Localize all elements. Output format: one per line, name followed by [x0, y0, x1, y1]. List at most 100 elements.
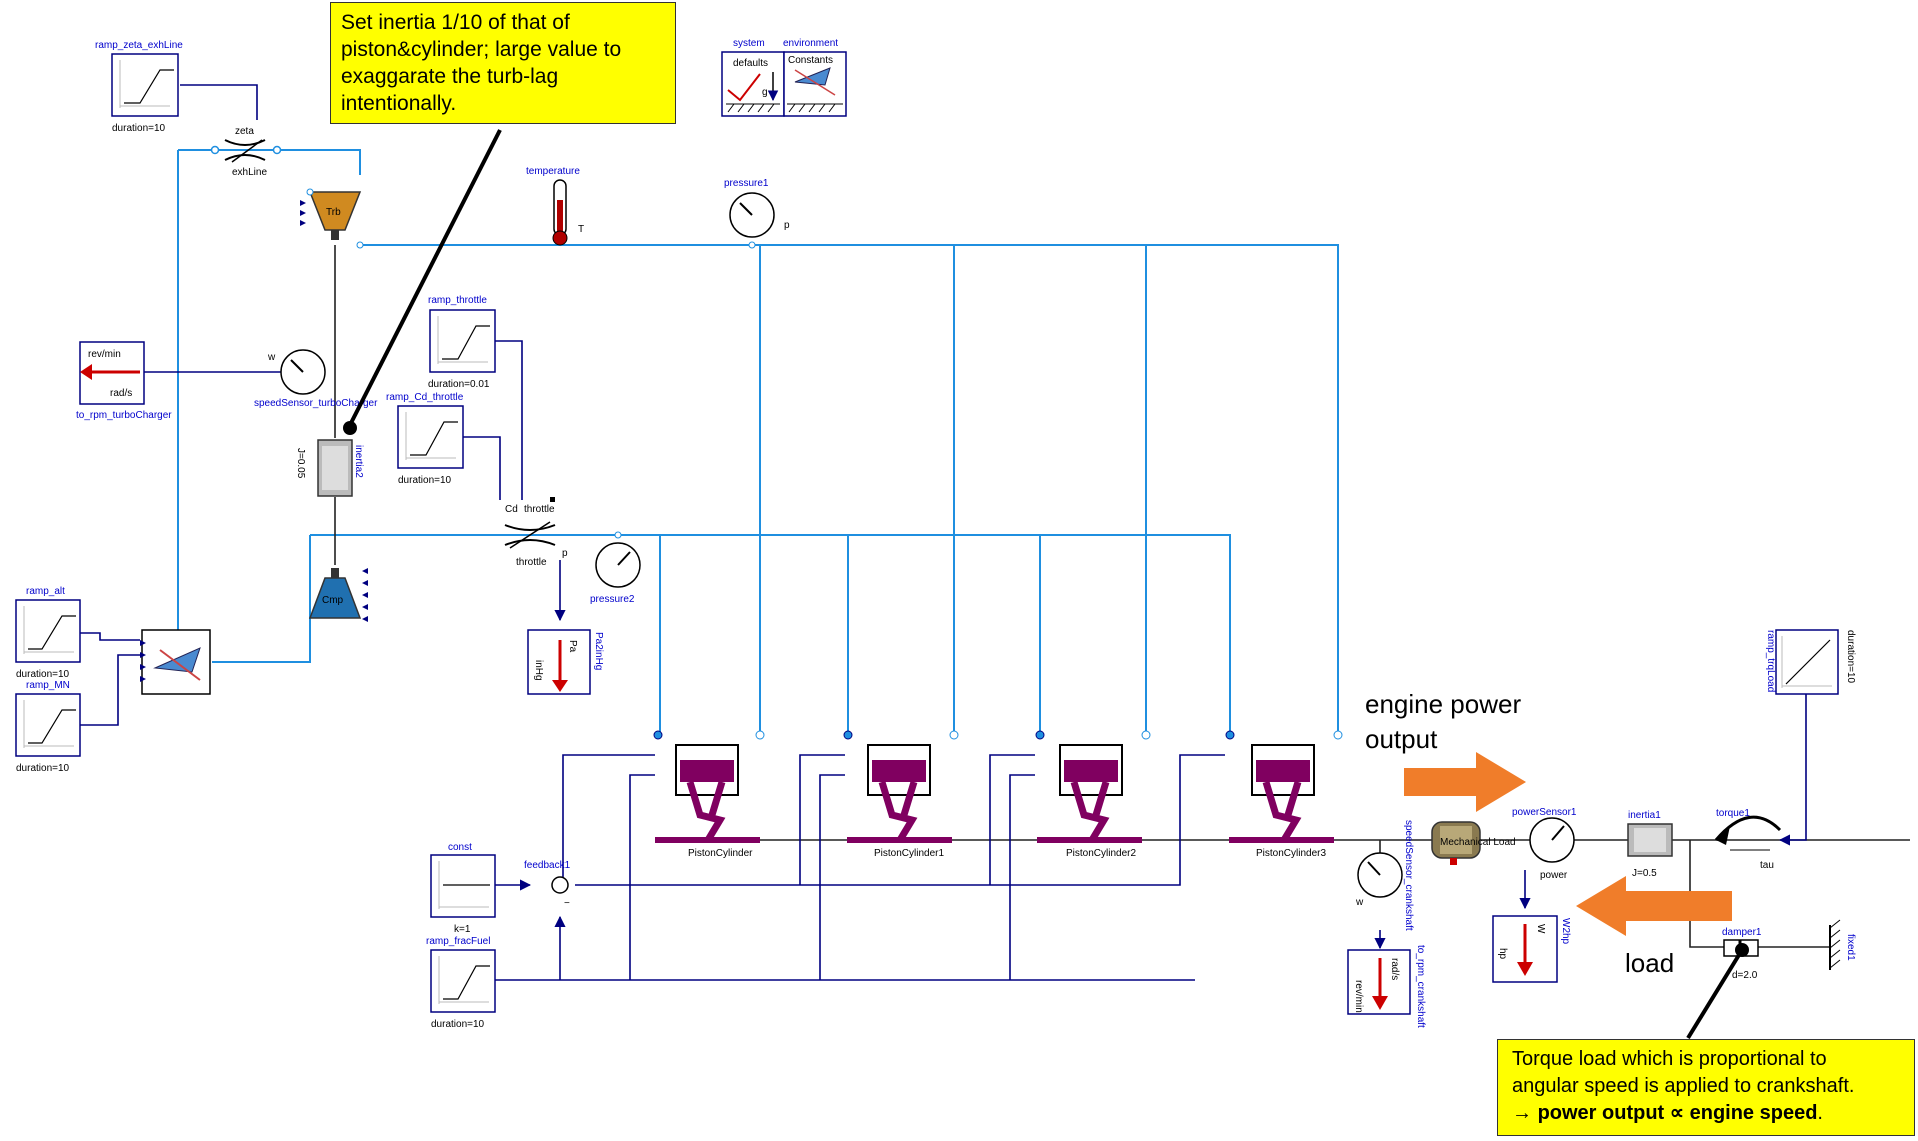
to-rpm-turbo-bottom: rad/s: [110, 388, 132, 399]
piston-cylinder-2[interactable]: PistonCylinder2: [1035, 730, 1151, 859]
pressure2-sensor[interactable]: p pressure2: [562, 531, 641, 605]
inertia-note-line-4: intentionally.: [341, 92, 457, 115]
ramp-trqload-name: ramp_trqLoad: [1765, 630, 1776, 692]
piston-cylinder-2-label: PistonCylinder2: [1066, 848, 1136, 859]
ramp-mn-block[interactable]: ramp_MN duration=10: [15, 680, 81, 774]
environment-inner: Constants: [788, 55, 833, 66]
ramp-mn-name: ramp_MN: [26, 680, 70, 691]
to-rpm-crankshaft-block[interactable]: rad/s rev/min to_rpm_crankshaft: [1347, 945, 1426, 1028]
environment-block[interactable]: environment Constants: [783, 38, 847, 117]
mechanical-load-block[interactable]: Mechanical Load: [1431, 821, 1516, 865]
throttle-valve[interactable]: Cd throttle throttle: [504, 497, 556, 568]
inertia2-block[interactable]: inertia2 J=0.05: [295, 439, 364, 497]
const-block[interactable]: const k=1: [430, 842, 496, 935]
temperature-name: temperature: [526, 166, 580, 177]
w2hp-bottom: hp: [1497, 948, 1508, 960]
w2hp-top: W: [1535, 924, 1546, 934]
pressure1-name: pressure1: [724, 178, 769, 189]
ramp-trqload-param: duration=10: [1845, 630, 1856, 684]
inertia1-block[interactable]: inertia1 J=0.5: [1627, 810, 1673, 879]
inertia-note: Set inertia 1/10 of that of piston&cylin…: [330, 2, 676, 124]
compressor[interactable]: Cmp: [308, 568, 368, 622]
to-rpm-crank-top: rad/s: [1389, 958, 1400, 980]
load-label: load: [1625, 948, 1674, 978]
ramp-throttle-block[interactable]: ramp_throttle duration=0.01: [428, 295, 496, 390]
ramp-fracfuel-block[interactable]: ramp_fracFuel duration=10: [426, 936, 496, 1030]
torque-note-line-3: → power output ∝ engine speed.: [1512, 1100, 1900, 1127]
speed-sensor-turbocharger[interactable]: w speedSensor_turboCharger: [254, 349, 378, 409]
ramp-alt-block[interactable]: ramp_alt duration=10: [15, 586, 81, 680]
ambient-block[interactable]: [140, 629, 211, 695]
ramp-cd-throttle-block[interactable]: ramp_Cd_throttle duration=10: [386, 392, 464, 486]
fixed1-block[interactable]: fixed1: [1829, 919, 1856, 970]
pressure2-name: pressure2: [590, 594, 635, 605]
const-param: k=1: [454, 924, 471, 935]
throttle-cd: Cd: [505, 504, 518, 515]
speed-sensor-crank-name: speedSensor_crankshaft: [1403, 820, 1414, 931]
pressure1-sensor[interactable]: pressure1 p: [724, 178, 790, 249]
ramp-trqload-block[interactable]: ramp_trqLoad duration=10: [1765, 629, 1856, 695]
torque-note-bold: power output ∝ engine speed: [1537, 1102, 1818, 1124]
speed-sensor-crankshaft[interactable]: w speedSensor_crankshaft: [1355, 820, 1414, 931]
ramp-zeta-exhline-block[interactable]: ramp_zeta_exhLine duration=10: [95, 40, 183, 134]
ramp-mn-param: duration=10: [16, 763, 70, 774]
feedback1-name: feedback1: [524, 860, 571, 871]
turbine[interactable]: Trb: [300, 188, 364, 249]
torque-note-suffix: .: [1817, 1102, 1823, 1124]
to-rpm-turbo-name: to_rpm_turboCharger: [76, 410, 172, 421]
inertia-callout-dot: [343, 421, 357, 435]
torque-note-line-2: angular speed is applied to crankshaft.: [1512, 1075, 1855, 1097]
power-sensor1-port: power: [1540, 870, 1568, 881]
pressure1-port: p: [784, 220, 790, 231]
signal-connections: [80, 84, 1807, 981]
ramp-alt-param: duration=10: [16, 669, 70, 680]
system-block[interactable]: system defaults g: [721, 38, 785, 117]
piston-cylinder-1[interactable]: PistonCylinder1: [843, 730, 959, 859]
system-g: g: [762, 87, 768, 98]
to-rpm-crank-name: to_rpm_crankshaft: [1415, 945, 1426, 1028]
feedback1-minus: −: [564, 898, 570, 909]
const-name: const: [448, 842, 472, 853]
inertia2-name: inertia2: [353, 445, 364, 478]
temperature-sensor[interactable]: temperature T: [526, 166, 584, 246]
engine-power-label-2: output: [1365, 724, 1438, 754]
speed-sensor-turbo-port: w: [267, 352, 276, 363]
inertia1-param: J=0.5: [1632, 868, 1657, 879]
system-inner: defaults: [733, 58, 768, 69]
ramp-fracfuel-name: ramp_fracFuel: [426, 936, 490, 947]
ramp-fracfuel-param: duration=10: [431, 1019, 485, 1030]
inertia-note-line-2: piston&cylinder; large value to: [341, 38, 622, 61]
environment-name: environment: [783, 38, 838, 49]
inertia2-param: J=0.05: [295, 448, 306, 479]
system-name: system: [733, 38, 765, 49]
ramp-throttle-name: ramp_throttle: [428, 295, 487, 306]
speed-sensor-crank-port: w: [1355, 897, 1364, 908]
piston-cylinder-0[interactable]: PistonCylinder: [653, 730, 765, 859]
engine-power-label-1: engine power: [1365, 689, 1521, 719]
torque1-block[interactable]: torque1 tau: [1714, 808, 1782, 871]
load-arrow: [1576, 876, 1732, 936]
power-sensor1[interactable]: powerSensor1 power: [1512, 807, 1577, 881]
exhaust-valve-zeta[interactable]: zeta exhLine: [210, 126, 282, 178]
speed-sensor-turbo-name: speedSensor_turboCharger: [254, 398, 378, 409]
w2hp-block[interactable]: W hp W2hp: [1492, 915, 1571, 983]
damper1-name: damper1: [1722, 927, 1762, 938]
damper1-param: d=2.0: [1732, 970, 1758, 981]
w2hp-name: W2hp: [1560, 918, 1571, 945]
engine-power-arrow: [1404, 752, 1526, 812]
to-rpm-turbocharger-block[interactable]: rev/min rad/s to_rpm_turboCharger: [76, 341, 172, 421]
piston-cylinder-0-label: PistonCylinder: [688, 848, 753, 859]
feedback1-block[interactable]: feedback1 −: [524, 860, 571, 909]
pa2inhg-block[interactable]: Pa inHg Pa2inHg: [527, 629, 604, 695]
piston-cylinder-1-label: PistonCylinder1: [874, 848, 944, 859]
to-rpm-crank-bottom: rev/min: [1353, 980, 1364, 1013]
inertia1-name: inertia1: [1628, 810, 1661, 821]
temperature-port: T: [578, 224, 584, 235]
mechanical-load-text: Mechanical Load: [1440, 837, 1516, 848]
piston-cylinder-3[interactable]: PistonCylinder3: [1225, 730, 1343, 859]
pa2inhg-bottom: inHg: [533, 660, 544, 681]
power-sensor1-name: powerSensor1: [1512, 807, 1577, 818]
exhline-label: exhLine: [232, 167, 267, 178]
torque-note-prefix: →: [1512, 1102, 1538, 1124]
inertia-note-line-1: Set inertia 1/10 of that of: [341, 11, 570, 34]
